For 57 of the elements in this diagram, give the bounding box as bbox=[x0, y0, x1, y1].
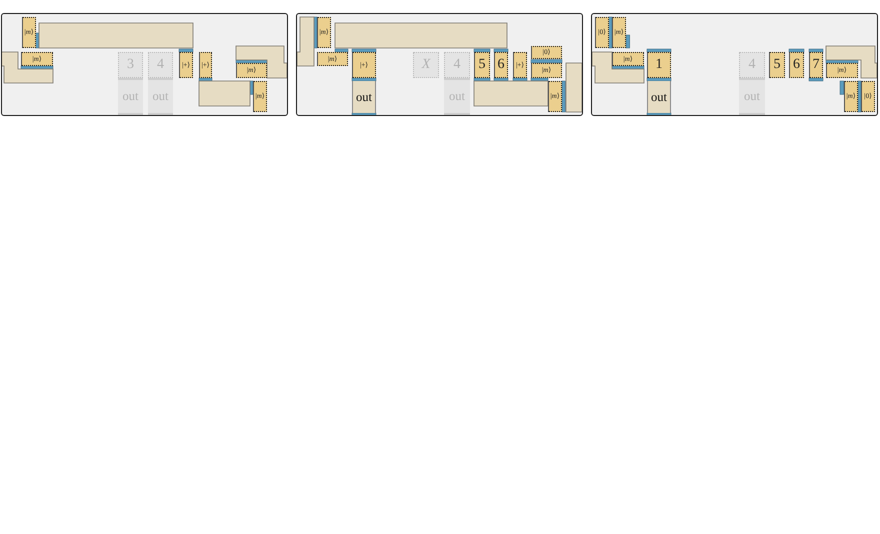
panel-frame bbox=[1, 13, 288, 116]
numbered-tile bbox=[474, 52, 490, 78]
state-tile bbox=[199, 52, 212, 78]
state-tile bbox=[531, 63, 562, 78]
state-tile bbox=[352, 52, 376, 78]
panel-frame bbox=[591, 13, 878, 116]
state-tile bbox=[826, 63, 858, 78]
state-tile bbox=[844, 81, 858, 112]
inactive-tile bbox=[148, 52, 173, 78]
routing-region bbox=[826, 46, 877, 78]
numbered-tile bbox=[494, 52, 508, 78]
state-tile bbox=[179, 52, 193, 78]
output-tile bbox=[352, 81, 376, 113]
tile-label: 5 bbox=[478, 58, 486, 72]
tile-label: 1 bbox=[656, 58, 662, 72]
inactive-tile bbox=[739, 52, 765, 78]
tile-label: 7 bbox=[812, 58, 820, 72]
inactive-output-tile bbox=[444, 78, 470, 115]
state-tile bbox=[612, 52, 644, 66]
routing-region bbox=[566, 63, 582, 112]
tile-label: 6 bbox=[793, 58, 800, 72]
inactive-output-tile bbox=[148, 78, 173, 115]
routing-region bbox=[335, 23, 507, 48]
state-tile bbox=[317, 52, 348, 66]
state-tile bbox=[317, 17, 331, 48]
routing-region bbox=[592, 52, 644, 83]
state-tile bbox=[236, 63, 267, 78]
state-tile bbox=[595, 17, 609, 48]
state-tile bbox=[22, 17, 36, 48]
inactive-tile bbox=[444, 52, 470, 78]
output-tile bbox=[647, 81, 671, 113]
state-tile bbox=[548, 81, 562, 112]
state-tile bbox=[861, 81, 875, 112]
numbered-tile bbox=[647, 52, 671, 78]
inactive-output-tile bbox=[739, 78, 765, 115]
numbered-tile bbox=[809, 52, 823, 78]
routing-region bbox=[474, 81, 548, 106]
state-tile bbox=[531, 46, 562, 59]
state-tile bbox=[612, 17, 626, 48]
tile-label: 6 bbox=[498, 58, 504, 72]
inactive-output-tile bbox=[118, 78, 143, 115]
routing-region bbox=[236, 46, 287, 78]
state-tile bbox=[513, 52, 527, 78]
numbered-tile bbox=[769, 52, 785, 78]
panel-frame bbox=[296, 13, 583, 116]
state-tile bbox=[253, 81, 267, 112]
output-label: out bbox=[356, 90, 372, 104]
output-label: out bbox=[651, 90, 667, 104]
tile-label: 5 bbox=[774, 58, 780, 72]
inactive-tile bbox=[413, 52, 439, 78]
inactive-tile bbox=[118, 52, 143, 78]
routing-region bbox=[39, 23, 193, 48]
routing-region bbox=[2, 52, 53, 83]
numbered-tile bbox=[789, 52, 804, 78]
routing-region bbox=[297, 17, 314, 66]
routing-region bbox=[199, 81, 250, 106]
state-tile bbox=[21, 52, 53, 66]
